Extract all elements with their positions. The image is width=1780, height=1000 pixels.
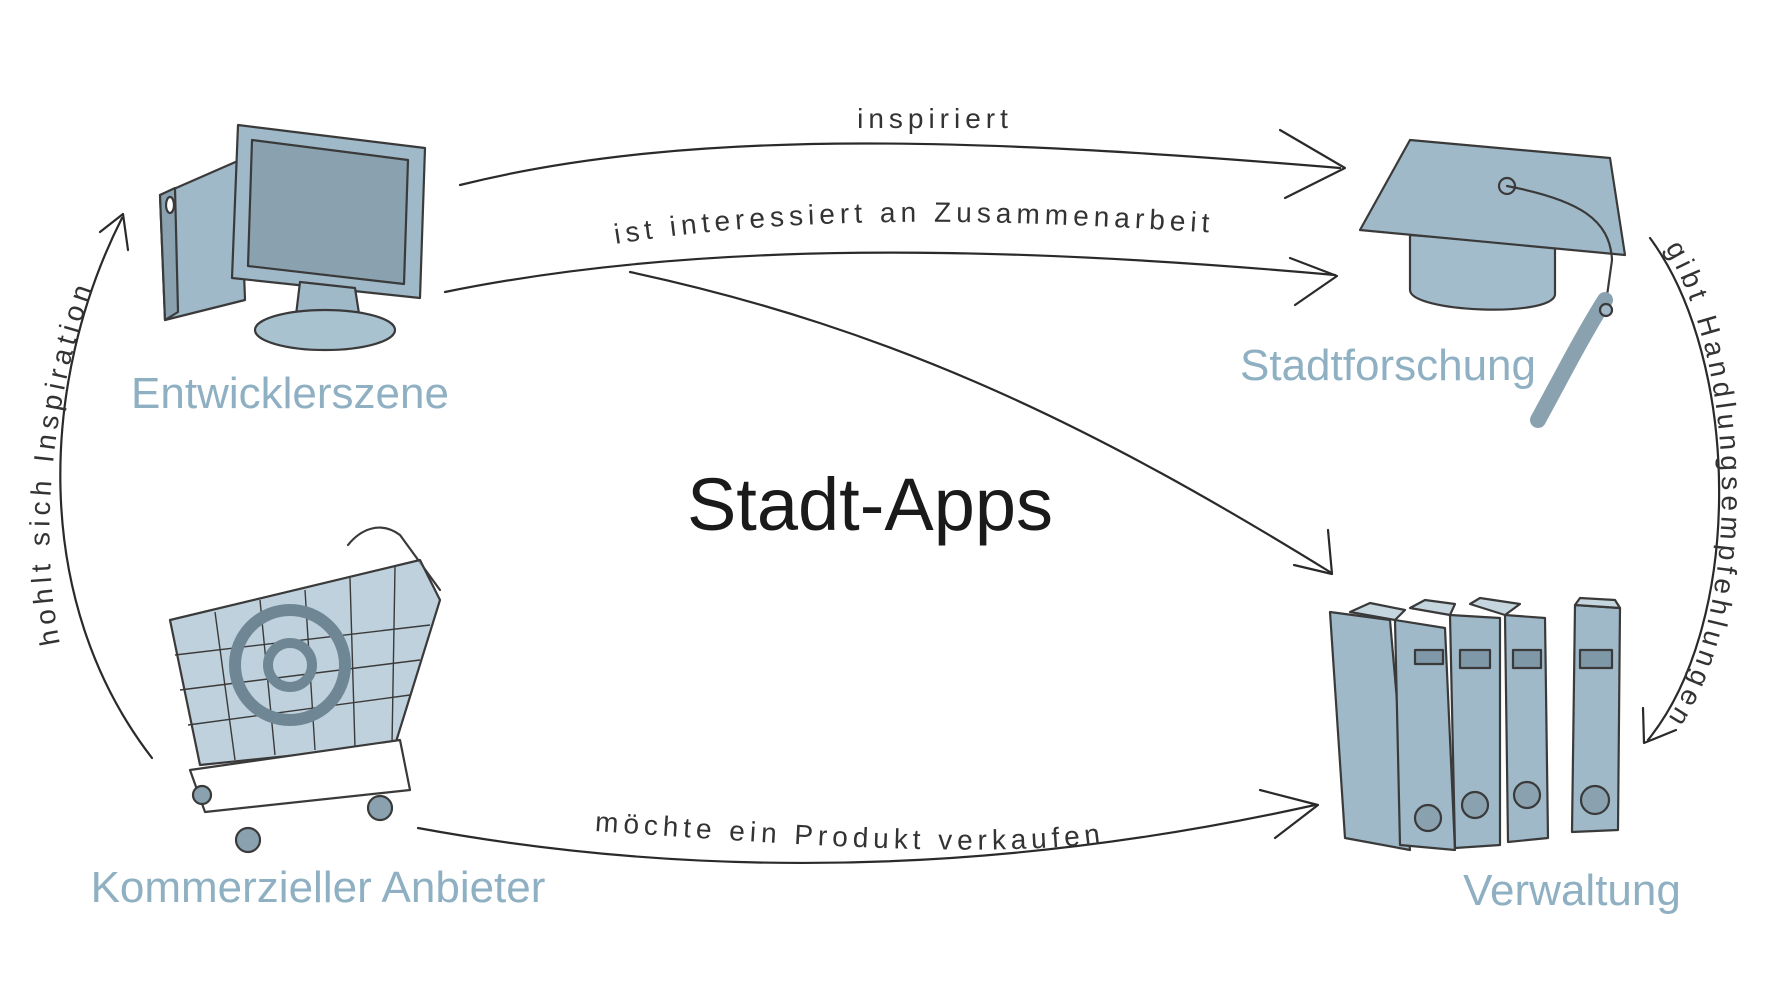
node-label-commercial: Kommerzieller Anbieter	[91, 863, 546, 912]
edge-label-recommendations: gibt Handlungsempfehlungen	[1660, 235, 1747, 736]
node-label-research: Stadtforschung	[1240, 341, 1536, 390]
edge-get-inspiration	[59, 212, 154, 760]
edge-sell-product	[416, 788, 1320, 864]
edge-diagonal	[628, 270, 1334, 576]
shopping-cart-icon	[168, 526, 442, 854]
node-label-developers: Entwicklerszene	[131, 369, 449, 418]
edge-label-get-inspiration: hohlt sich Inspiration	[24, 276, 99, 648]
graduation-cap-icon	[1358, 138, 1627, 428]
edge-label-recommendations-text: gibt Handlungsempfehlungen	[1660, 235, 1742, 736]
edge-label-collaboration-text: ist interessiert an Zusammenarbeit	[612, 197, 1211, 250]
edge-label-sell-product: möchte ein Produkt verkaufen	[594, 806, 1106, 856]
edge-recommendations	[1641, 236, 1721, 745]
binders-icon	[1328, 596, 1622, 852]
edge-inspires	[458, 128, 1347, 200]
computer-monitor-icon	[158, 123, 427, 352]
edge-label-sell-product-text: möchte ein Produkt verkaufen	[594, 806, 1101, 856]
edge-label-collaboration: ist interessiert an Zusammenarbeit	[612, 197, 1216, 250]
edge-label-inspires: inspiriert	[857, 103, 1013, 134]
diagram-title: Stadt-Apps	[687, 463, 1053, 546]
node-label-administration: Verwaltung	[1463, 866, 1681, 915]
edge-label-get-inspiration-text: hohlt sich Inspiration	[24, 276, 94, 648]
edge-collaboration	[443, 251, 1339, 307]
